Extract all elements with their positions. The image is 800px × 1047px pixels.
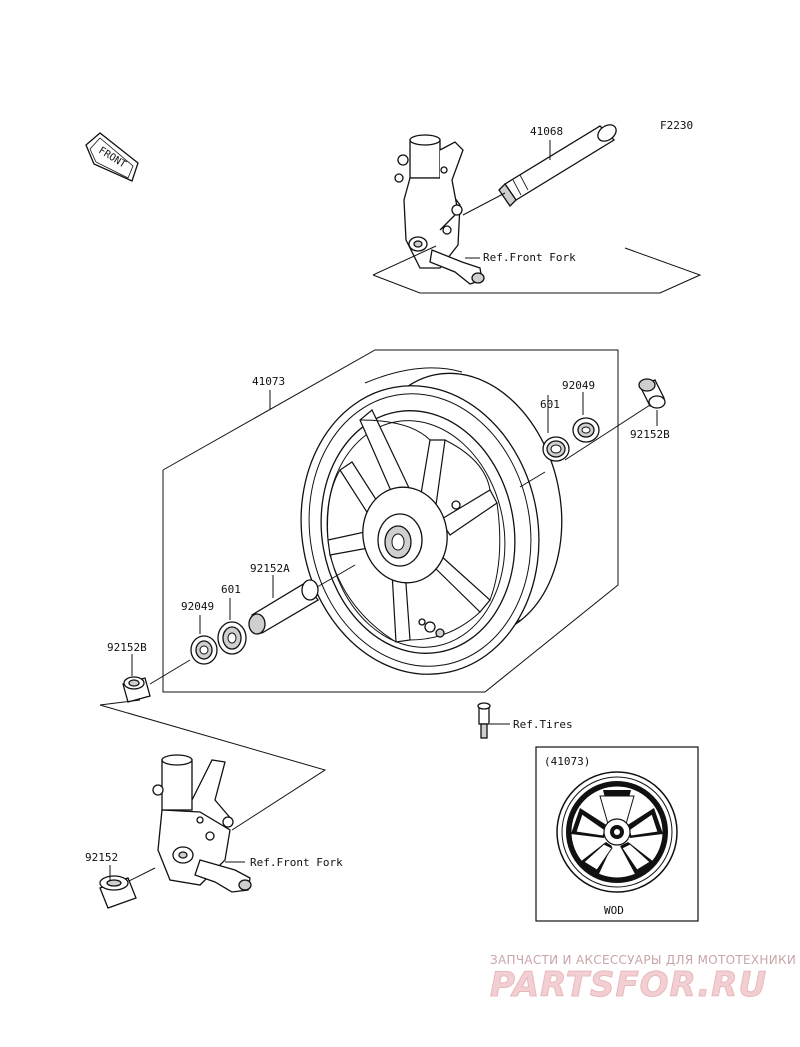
inset-wheel-icon bbox=[556, 771, 678, 893]
watermark-tagline: ЗАПЧАСТИ И АКСЕССУАРЫ ДЛЯ МОТОТЕХНИКИ bbox=[490, 953, 796, 967]
seal-right-drawing bbox=[572, 417, 600, 443]
label-axle: 41068 bbox=[530, 125, 563, 138]
label-ref-tires: Ref.Tires bbox=[513, 718, 573, 731]
tire-valve-drawing bbox=[477, 702, 491, 739]
label-seal-right: 92049 bbox=[562, 379, 595, 392]
seal-left-drawing bbox=[190, 635, 218, 665]
label-spacer: 92152A bbox=[250, 562, 290, 575]
front-arrow-icon: FRONT bbox=[85, 132, 139, 182]
collar-left-drawing bbox=[122, 676, 151, 703]
front-axle-drawing bbox=[498, 124, 617, 208]
label-ref-front-fork-bottom: Ref.Front Fork bbox=[250, 856, 343, 869]
label-seal-left: 92049 bbox=[181, 600, 214, 613]
wheel-inset: (41073) WOD bbox=[535, 746, 699, 922]
collar-right-drawing bbox=[638, 378, 666, 409]
label-wheel: 41073 bbox=[252, 375, 285, 388]
inset-part-ref: (41073) bbox=[544, 755, 590, 768]
label-collar-fork: 92152 bbox=[85, 851, 118, 864]
watermark-brand: PARTSFOR.RU bbox=[490, 965, 767, 1005]
bearing-left-drawing bbox=[217, 621, 247, 655]
label-bearing-left: 601 bbox=[221, 583, 241, 596]
front-fork-bottom-drawing bbox=[152, 754, 252, 893]
spacer-drawing bbox=[248, 579, 319, 635]
front-fork-top-drawing bbox=[394, 134, 485, 285]
label-collar-left: 92152B bbox=[107, 641, 147, 654]
label-bearing-right: 601 bbox=[540, 398, 560, 411]
figure-code: F2230 bbox=[660, 119, 693, 132]
bearing-right-drawing bbox=[542, 436, 570, 462]
inset-caption: WOD bbox=[604, 904, 624, 917]
collar-fork-drawing bbox=[99, 875, 137, 909]
front-wheel-drawing bbox=[300, 367, 563, 675]
label-collar-right: 92152B bbox=[630, 428, 670, 441]
label-ref-front-fork-top: Ref.Front Fork bbox=[483, 251, 576, 264]
